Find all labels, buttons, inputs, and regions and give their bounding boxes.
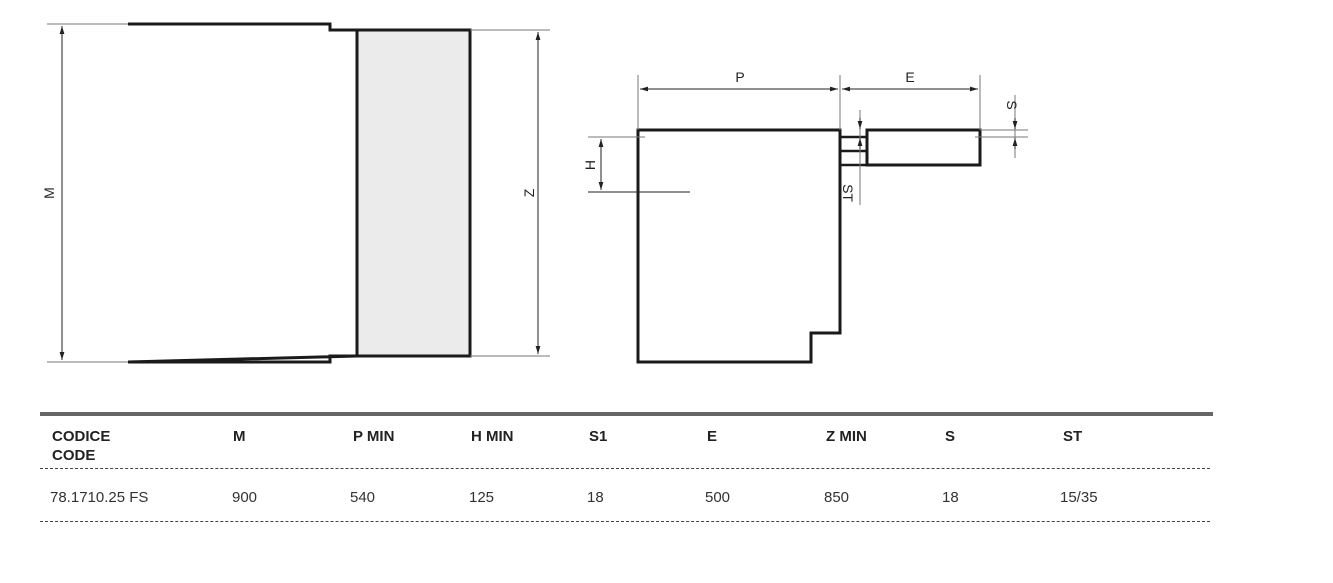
header-m: M — [233, 428, 246, 445]
header-z-min: Z MIN — [826, 428, 867, 445]
cell-s1: 18 — [587, 489, 604, 506]
label-s: S — [1004, 100, 1020, 109]
label-z: Z — [521, 188, 537, 197]
header-s: S — [945, 428, 956, 445]
cell-p-min: 540 — [350, 489, 376, 506]
header-st: ST — [1063, 428, 1083, 445]
cell-s: 18 — [942, 489, 959, 506]
cell-z-min: 850 — [824, 489, 850, 506]
label-p: P — [735, 69, 744, 85]
cabinet-outline — [127, 22, 358, 364]
label-m: M — [41, 187, 57, 199]
cell-e: 500 — [705, 489, 731, 506]
label-h: H — [582, 160, 598, 170]
cell-code: 78.1710.25 FS — [50, 489, 149, 506]
header-e: E — [707, 428, 718, 445]
side-view: P E S H ST — [582, 69, 1028, 364]
divider — [40, 521, 1210, 522]
cell-m: 900 — [232, 489, 258, 506]
label-e: E — [905, 69, 914, 85]
table-top-rule — [40, 412, 1213, 416]
header-s1: S1 — [589, 428, 608, 445]
header-h-min: H MIN — [471, 428, 514, 445]
cabinet-side-outline — [636, 128, 842, 364]
header-p-min: P MIN — [353, 428, 395, 445]
front-panel — [355, 28, 472, 358]
label-st: ST — [840, 184, 856, 202]
cell-st: 15/35 — [1060, 489, 1098, 506]
shelf — [865, 128, 982, 167]
technical-drawing: M Z P E S H ST — [41, 22, 1028, 364]
divider — [40, 468, 1210, 469]
cell-h-min: 125 — [469, 489, 495, 506]
front-view: M Z — [41, 22, 550, 364]
